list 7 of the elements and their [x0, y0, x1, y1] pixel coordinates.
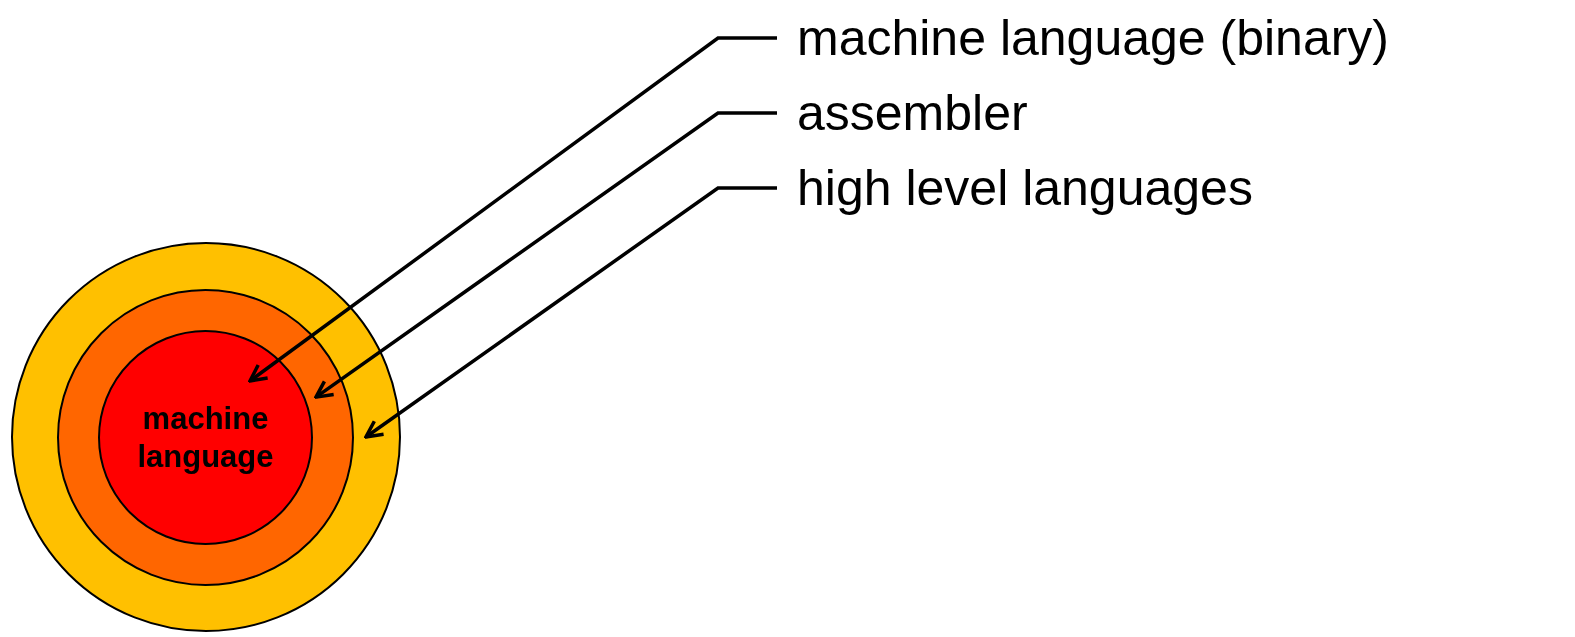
leader-arrow: [248, 36, 777, 383]
leader-arrow: [314, 111, 777, 399]
core-label: machine language: [136, 399, 275, 476]
callout-label: machine language (binary): [777, 10, 1390, 66]
callout-label: high level languages: [777, 160, 1253, 216]
leader-arrow: [364, 186, 777, 439]
callout-label: assembler: [777, 85, 1028, 141]
